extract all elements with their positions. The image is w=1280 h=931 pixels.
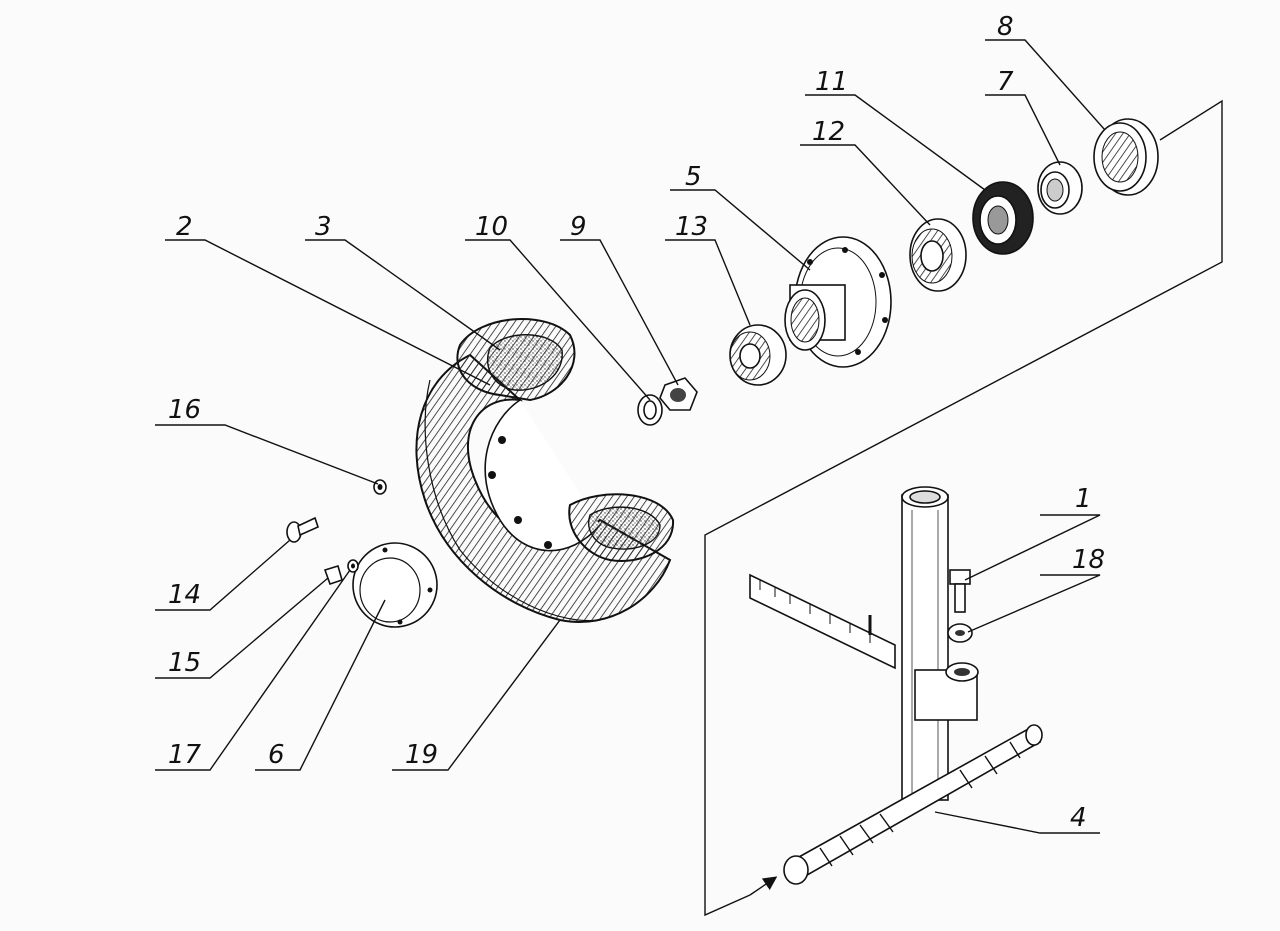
callout-6: 6	[268, 740, 285, 770]
part-5-hub	[784, 236, 892, 368]
part-3-tyre-casing	[456, 318, 675, 562]
callout-18: 18	[1072, 545, 1105, 575]
part-18-nut	[947, 623, 973, 643]
part-15-grease-nipple	[323, 564, 343, 586]
part-14-screw	[286, 516, 319, 543]
callout-labels: 8 7 11 12 5 13 9 10 3 2 16 1 18 14 15 17…	[168, 12, 1105, 833]
part-13-bearing	[729, 324, 787, 386]
callout-11: 11	[815, 67, 848, 97]
callout-10: 10	[475, 212, 508, 242]
part-6-hub-cap	[352, 542, 438, 628]
part-16-washer	[373, 479, 387, 495]
callout-2: 2	[176, 212, 193, 242]
part-9-nut	[659, 377, 698, 411]
callout-12: 12	[812, 117, 845, 147]
callout-3: 3	[315, 212, 332, 242]
callout-4: 4	[1070, 803, 1087, 833]
callout-8: 8	[997, 12, 1014, 42]
callout-14: 14	[168, 580, 201, 610]
assembly-plane-outline	[704, 99, 1223, 917]
part-10-washer	[637, 394, 663, 426]
callout-1: 1	[1075, 484, 1092, 514]
callout-13: 13	[675, 212, 708, 242]
callout-19: 19	[405, 740, 438, 770]
part-8-bearing	[1093, 118, 1159, 196]
callout-16: 16	[168, 395, 201, 425]
callout-15: 15	[168, 648, 201, 678]
callout-7: 7	[997, 67, 1014, 97]
part-11-seal	[972, 181, 1034, 255]
part-7-inner-race	[1037, 161, 1083, 215]
part-1-bolt	[949, 569, 971, 613]
part-12-bearing	[909, 218, 967, 292]
callout-17: 17	[168, 740, 202, 770]
part-4-axle-shaft	[749, 486, 1043, 885]
leader-lines	[155, 39, 1106, 834]
callout-5: 5	[685, 162, 702, 192]
callout-9: 9	[570, 212, 587, 242]
part-17-washer	[347, 559, 359, 573]
